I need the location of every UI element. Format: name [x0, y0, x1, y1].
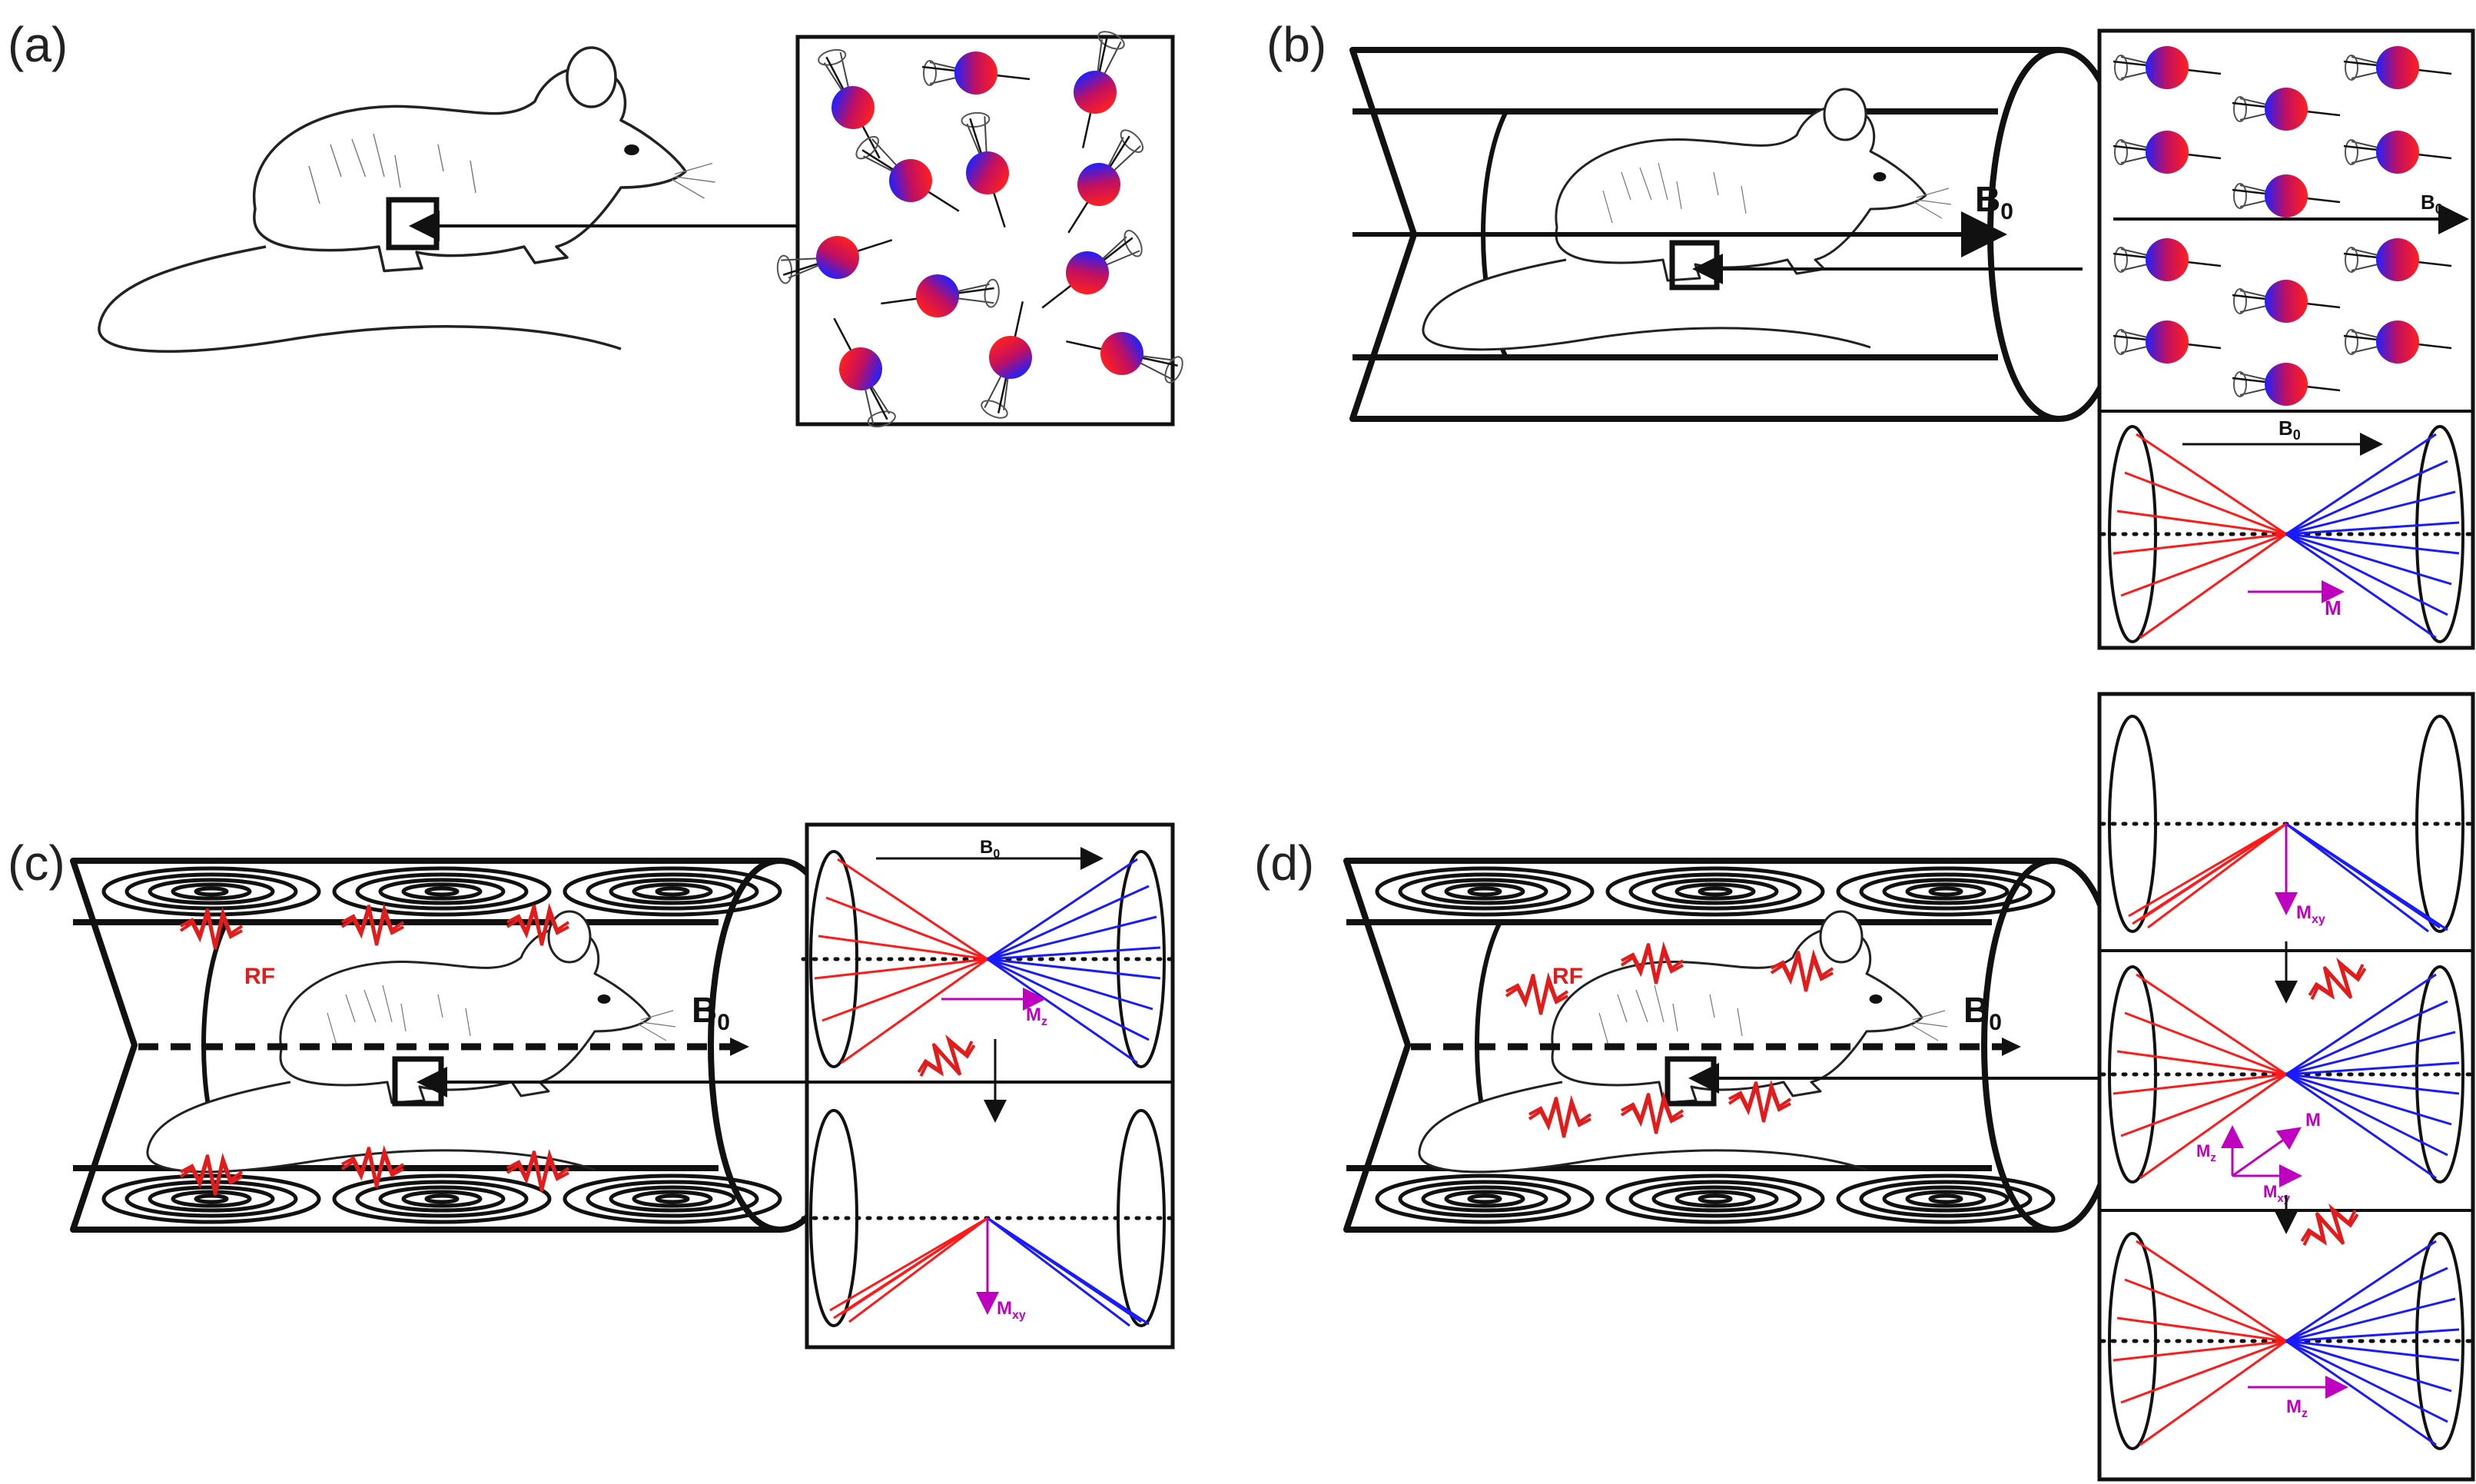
inset-b0-label: B0	[980, 837, 1000, 861]
panel-c-label: (c)	[8, 835, 65, 891]
mz-label: Mz	[1026, 1004, 1047, 1028]
mz-recovered-label: Mz	[2286, 1396, 2308, 1420]
cone-b0-label: B0	[2279, 417, 2301, 443]
mz-component-label: Mz	[2196, 1141, 2216, 1164]
b0-label: B0	[1963, 990, 2002, 1035]
m-label: M	[2305, 1110, 2321, 1130]
panel-c: (c) B0 RF B0 Mz	[8, 822, 1175, 1350]
b0-label: B0	[1975, 179, 2013, 224]
panel-d: (d) B0 RF Mxy	[1254, 692, 2475, 1482]
mxy-label: Mxy	[2296, 902, 2325, 926]
excitation-inset	[805, 822, 1175, 1350]
panel-b: (b) B0 B0 B0 M	[1266, 17, 2475, 650]
panel-d-label: (d)	[1254, 835, 1314, 891]
panel-a-label: (a)	[8, 17, 68, 72]
panel-a: (a)	[8, 17, 1195, 438]
net-magnetization-label: M	[2325, 596, 2342, 619]
rf-label: RF	[244, 964, 275, 989]
panel-b-label: (b)	[1266, 17, 1326, 72]
rf-label: RF	[1552, 964, 1583, 989]
mxy-label: Mxy	[997, 1298, 1026, 1322]
b0-label: B0	[692, 990, 730, 1035]
inset-b0-label: B0	[2421, 191, 2443, 217]
